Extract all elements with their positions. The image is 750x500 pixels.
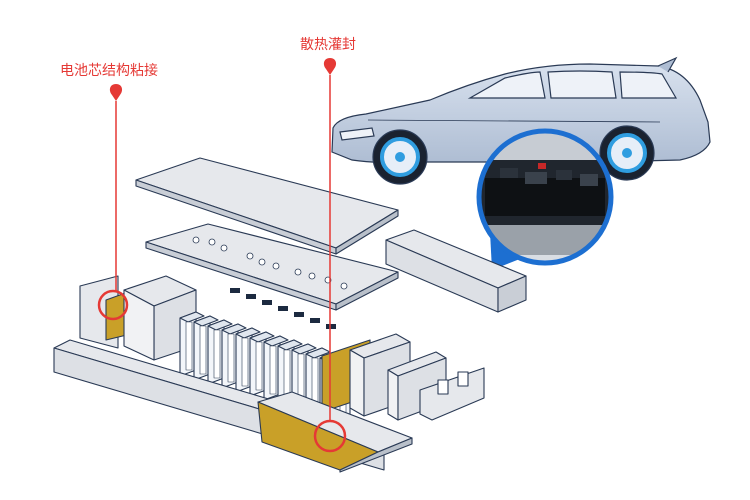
callout-label-thermal-potting: 散热灌封 [300,37,356,53]
battery-cell-stack [179,311,359,421]
callout-label-cell-bonding: 电池芯结构粘接 [60,63,158,79]
battery-photo-inset [476,128,614,270]
pack-components [53,157,527,473]
car-illustration [331,56,711,185]
callout-cell-bonding [97,84,129,321]
callout-thermal-potting [313,58,347,453]
